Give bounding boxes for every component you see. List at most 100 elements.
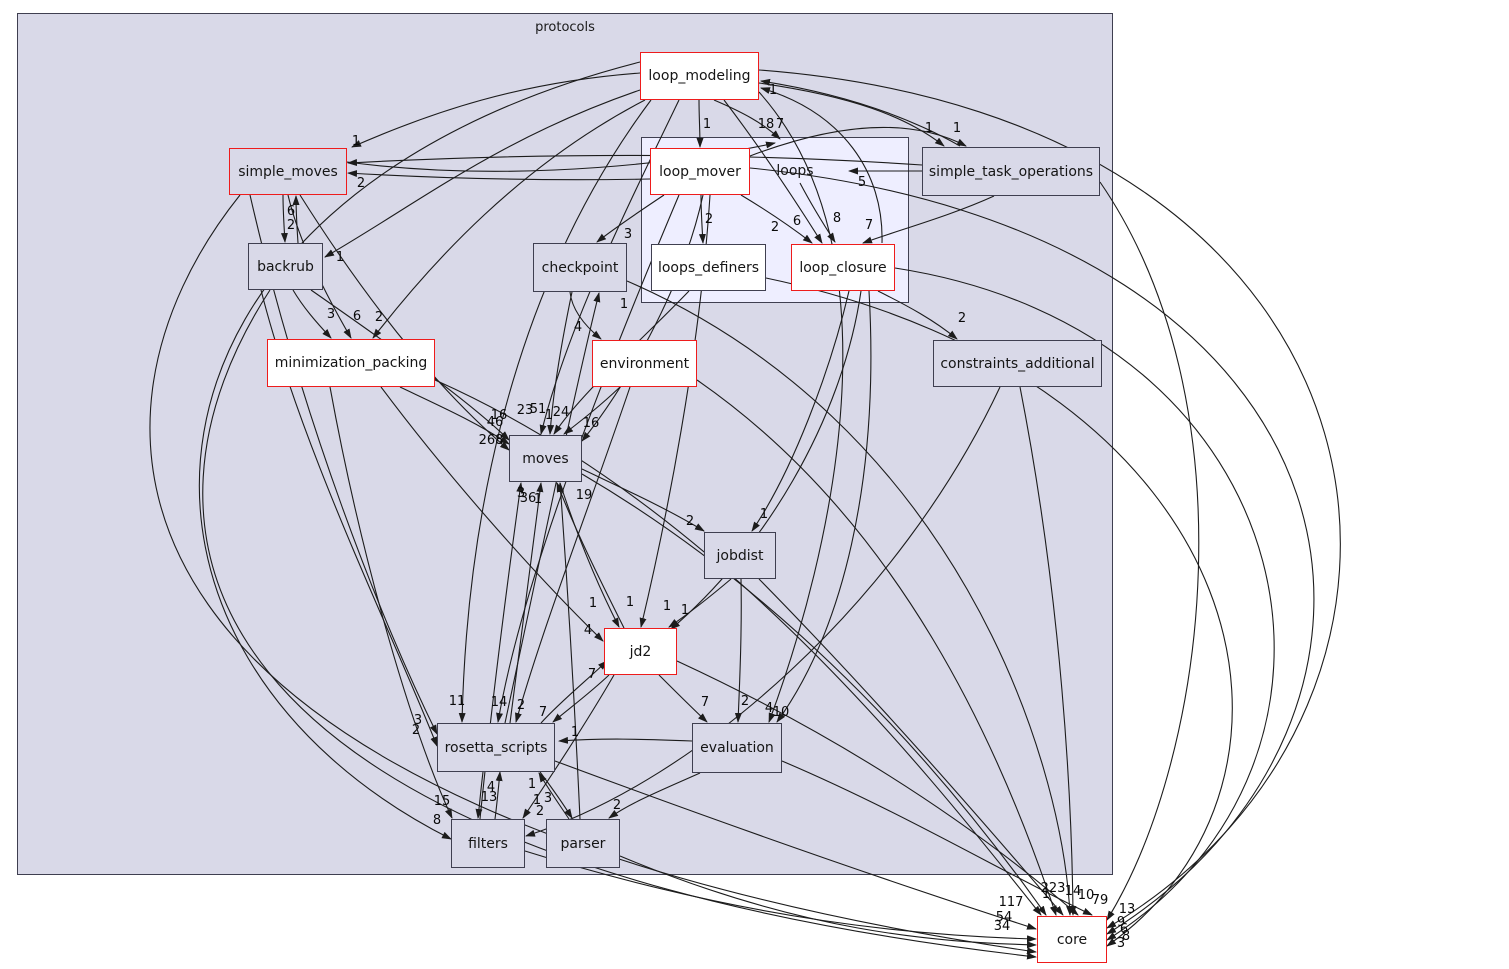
edge-count-loop_mover-to-loop_closure: 2 [771,220,779,235]
node-environment[interactable]: environment [592,340,697,387]
edge-count-loop_closure-to-constraints_additional: 2 [958,311,966,326]
edge-count-minimization_packing-to-filters: 15 [434,794,451,809]
edge-count-jd2-to-filters: 1 [533,793,541,808]
node-minimization_packing[interactable]: minimization_packing [267,339,435,387]
edge-count-loop_closure-to-evaluation: 4 [765,701,773,716]
edge-count-environment-to-moves: 24 [553,405,570,420]
edge-count-minimization_packing-to-moves: 16 [491,408,508,423]
edge-count-loop_modeling-to-loops: 18 [758,117,775,132]
edge-count-loop_mover-to-rosetta_scripts: 14 [491,695,508,710]
edge-count-environment-to-rosetta_scripts: 2 [517,698,525,713]
edge-count-loop_modeling-to-filters: 8 [433,813,441,828]
edge-loop_modeling-to-loops [713,99,781,140]
node-simple_task_operations[interactable]: simple_task_operations [922,147,1100,196]
edge-minimization_packing-to-jd2 [380,386,604,642]
edge-count-evaluation-to-rosetta_scripts: 1 [571,725,579,740]
edge-count-jobdist-to-core: 14 [1065,884,1082,899]
edge-simple_moves-to-core [149,194,1037,955]
edge-evaluation-to-parser [608,772,701,819]
edge-count-simple_task_operations-to-loop_modeling: 1 [769,83,777,98]
edge-count-simple_moves-to-loops: 7 [776,117,784,132]
node-jd2[interactable]: jd2 [604,628,677,675]
edge-count-constraints_additional-to-filters: 2 [536,804,544,819]
edge-count-simple_moves-to-backrub: 6 [287,204,295,219]
edge-loop_closure-to-constraints_additional [877,290,958,340]
node-checkpoint[interactable]: checkpoint [533,243,627,292]
edge-environment-to-core [696,379,1057,916]
edge-count-loop_modeling-to-loop_mover: 1 [703,117,711,132]
edge-count-loop_closure-to-core: 8 [1122,929,1130,944]
edge-count-rosetta_scripts-to-parser: 3 [544,791,552,806]
node-jobdist[interactable]: jobdist [704,532,776,579]
edge-simple_task_operations-to-core [1099,181,1200,921]
edge-count-simple_task_operations-to-loops: 5 [858,175,866,190]
edge-count-parser-to-core: 34 [994,919,1011,934]
node-constraints_additional[interactable]: constraints_additional [933,340,1102,387]
node-core[interactable]: core [1037,916,1107,963]
edge-rosetta_scripts-to-checkpoint [504,292,601,724]
edge-jd2-to-evaluation [658,674,708,723]
edge-loop_modeling-to-loop_mover [696,99,704,148]
node-filters[interactable]: filters [451,819,525,868]
edge-loop_mover-to-moves [581,194,704,442]
node-evaluation[interactable]: evaluation [692,723,782,773]
edge-loop_mover-to-core [749,167,1315,935]
node-parser[interactable]: parser [546,819,620,868]
edge-count-minimization_packing-to-jd2: 4 [584,623,592,638]
edge-backrub-to-simple_moves [292,195,300,244]
edge-loop_modeling-to-evaluation [758,91,844,723]
protocols-cluster-label: protocols [535,20,595,35]
edge-count-simple_moves-to-moves: 268 [479,433,504,448]
edge-rosetta_scripts-to-moves [509,482,544,724]
edge-count-evaluation-to-core: 79 [1092,893,1109,908]
edge-minimization_packing-to-filters [329,386,453,819]
node-backrub[interactable]: backrub [248,243,323,290]
edge-count-moves-to-jd2: 1 [589,596,597,611]
edge-count-parser-to-moves: 19 [576,488,593,503]
edge-count-loop_modeling-to-minimization_packing: 2 [375,310,383,325]
edge-count-backrub-to-simple_moves: 2 [287,218,295,233]
edge-simple_moves-to-backrub [280,194,288,243]
edge-loop_closure-to-core [894,267,1275,941]
node-loop_modeling[interactable]: loop_modeling [640,52,759,100]
edge-count-checkpoint-to-environment: 4 [574,320,582,335]
edge-count-backrub-to-rosetta_scripts: 2 [412,723,420,738]
edge-rosetta_scripts-to-core [554,760,1037,930]
edge-checkpoint-to-core [626,280,1074,916]
node-moves[interactable]: moves [509,435,582,482]
edge-count-simple_moves-to-rosetta_scripts: 3 [414,713,422,728]
node-loop_mover[interactable]: loop_mover [650,148,750,195]
edge-loop_closure-to-loop_modeling [760,87,883,244]
edge-count-rosetta_scripts-to-jd2: 7 [588,667,596,682]
edge-loop_mover-to-checkpoint [596,194,665,243]
node-loop_closure[interactable]: loop_closure [791,244,895,291]
edge-backrub-to-core [202,289,1037,960]
edge-loop_modeling-to-simple_task_operations [758,82,945,147]
edge-count-jd2-to-moves: 1 [534,492,542,507]
node-loops[interactable]: loops [776,163,814,179]
edge-count-moves-to-jobdist: 2 [686,514,694,529]
edge-count-loop_mover-to-simple_task_operations: 1 [953,121,961,136]
edge-count-loop_mover-to-loops_definers: 2 [705,212,713,227]
edge-count-loop_mover-to-checkpoint: 3 [624,227,632,242]
node-loops_definers[interactable]: loops_definers [651,244,766,291]
edge-count-filters-to-rosetta_scripts: 4 [487,780,495,795]
edge-count-jd2-to-core: 10 [1078,888,1095,903]
edge-loop_mover-to-simple_moves [347,170,651,181]
edge-loop_modeling-to-backrub [324,89,641,258]
edge-count-loop_closure-to-jd2: 1 [681,603,689,618]
edge-count-loop_modeling-to-simple_moves: 1 [352,134,360,149]
edge-count-jd2-to-evaluation: 7 [701,695,709,710]
node-simple_moves[interactable]: simple_moves [229,148,347,195]
edge-count-simple_task_operations-to-loop_closure: 7 [865,218,873,233]
edge-count-backrub-to-moves: 46 [487,415,504,430]
edge-simple_task_operations-to-loop_closure [862,195,995,244]
edge-moves-to-core [581,473,1047,916]
edge-jd2-to-moves [556,482,625,629]
edge-constraints_additional-to-filters [525,386,1001,837]
edge-count-loop_modeling-to-loop_closure: 6 [793,214,801,229]
node-rosetta_scripts[interactable]: rosetta_scripts [437,723,555,772]
edge-backrub-to-minimization_packing [292,289,332,339]
edge-count-loops_definers-to-moves: 51 [530,402,547,417]
